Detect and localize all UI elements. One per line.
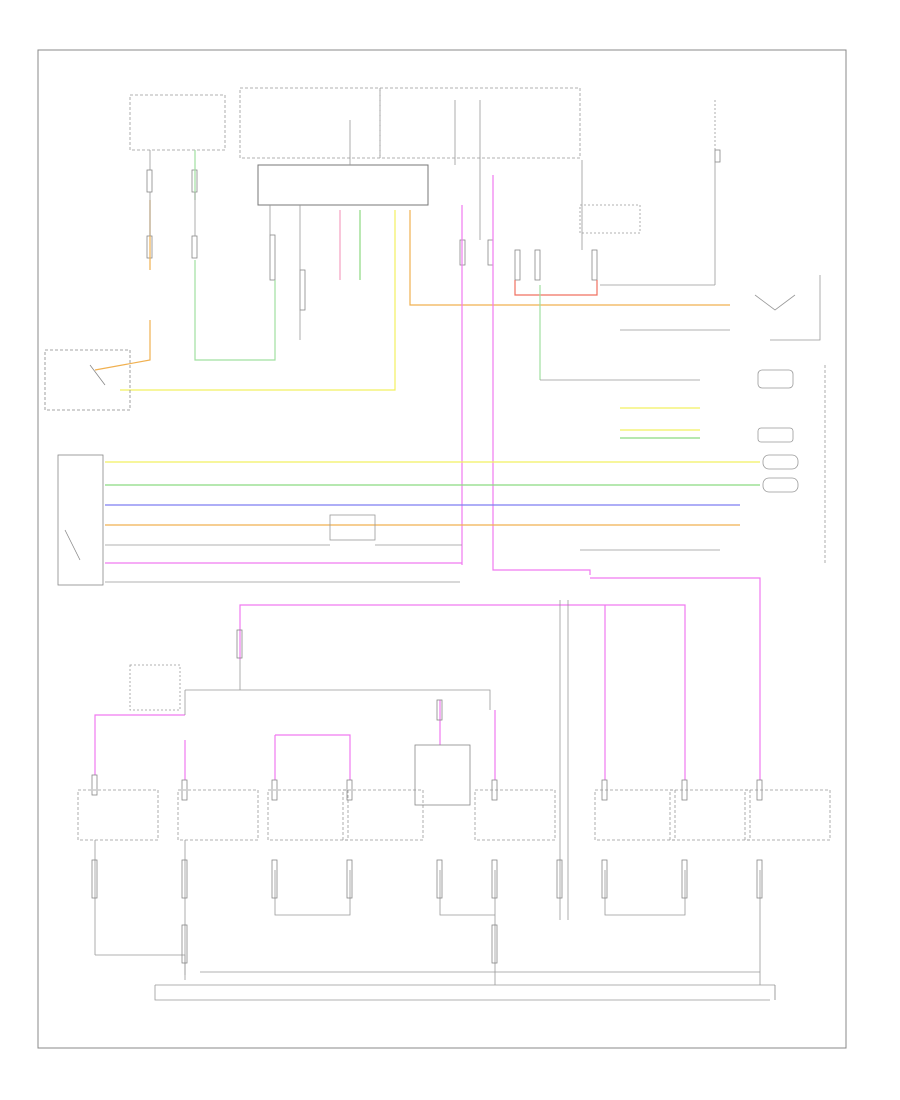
light-control-switch	[44, 349, 131, 586]
diagram-border	[37, 49, 847, 1049]
top-component-boxes	[129, 87, 716, 234]
top-grey-wires	[149, 100, 821, 381]
connector-pins-bottom	[91, 629, 763, 964]
top-wires	[94, 150, 730, 575]
bottom-magenta-wires	[94, 577, 761, 780]
bottom-component-boxes	[77, 664, 831, 841]
middle-bus-wires	[105, 461, 760, 564]
middle-grey-wires	[105, 514, 720, 583]
mid-right-wires	[620, 407, 700, 439]
connector-pins-top	[146, 149, 721, 311]
bottom-grey-wires	[94, 600, 775, 1001]
right-switch-area	[754, 294, 826, 565]
